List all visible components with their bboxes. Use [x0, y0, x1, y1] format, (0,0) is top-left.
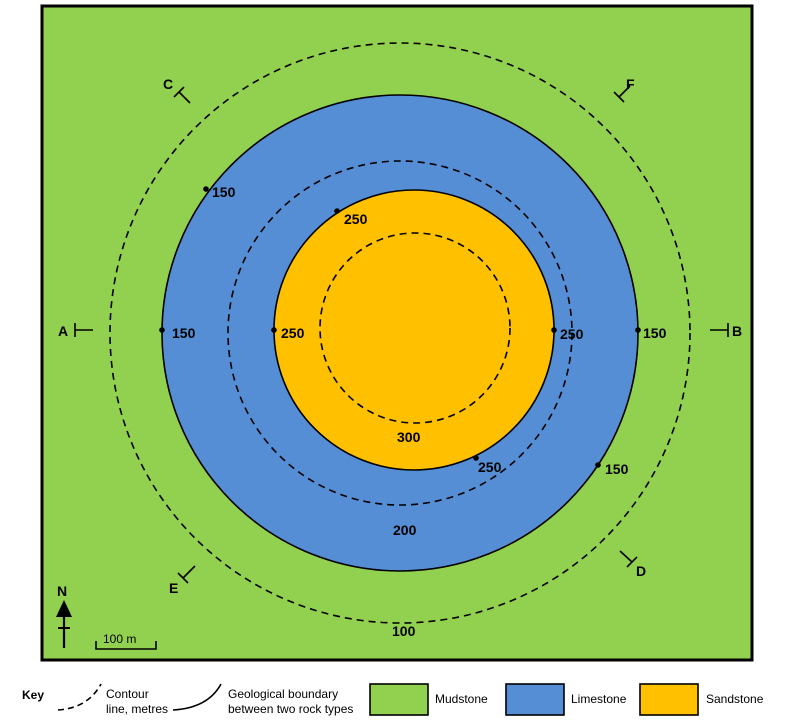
- section-marker-b: [710, 323, 729, 337]
- contour-label-200: 200: [393, 522, 417, 538]
- point-250-right: [551, 327, 557, 333]
- sandstone-outcrop: [273, 189, 555, 471]
- key-boundary-symbol: [172, 683, 222, 711]
- key-sandstone-label: Sandstone: [706, 692, 764, 706]
- key-contour-line1: Contour: [106, 687, 149, 701]
- section-label-d: D: [636, 563, 646, 579]
- label-250-bottom: 250: [478, 459, 502, 475]
- contour-200: [227, 160, 573, 506]
- scale-bar: [95, 641, 157, 650]
- point-150-left: [159, 327, 165, 333]
- point-150-lower-right: [595, 462, 601, 468]
- section-marker-c: [173, 86, 191, 104]
- contour-300: [319, 232, 511, 424]
- key-mudstone-label: Mudstone: [435, 692, 488, 706]
- label-150-upper-left: 150: [212, 184, 236, 200]
- contour-100: [109, 42, 691, 624]
- section-label-a: A: [58, 323, 68, 339]
- label-250-left: 250: [281, 325, 305, 341]
- key-contour-symbol: [57, 683, 102, 711]
- label-150-right: 150: [643, 325, 667, 341]
- north-arrow-icon: [56, 600, 72, 648]
- section-marker-f: [613, 85, 631, 103]
- north-label: N: [57, 583, 67, 599]
- key-boundary-line2: between two rock types: [228, 702, 353, 716]
- point-250-left: [271, 327, 277, 333]
- point-150-upper-left: [203, 186, 209, 192]
- key-mudstone-swatch: [369, 683, 429, 716]
- point-150-right: [635, 327, 641, 333]
- contour-label-100: 100: [392, 623, 416, 639]
- key-contour-line2: line, metres: [106, 702, 168, 716]
- section-label-c: C: [163, 76, 173, 92]
- label-150-lower-right: 150: [605, 461, 629, 477]
- point-250-bottom: [473, 455, 479, 461]
- label-250-right: 250: [560, 326, 584, 342]
- key-limestone-swatch: [505, 683, 565, 716]
- section-label-e: E: [169, 580, 178, 596]
- key-title: Key: [22, 688, 44, 702]
- contour-label-300: 300: [397, 429, 421, 445]
- key-boundary-line1: Geological boundary: [228, 687, 338, 701]
- section-label-b: B: [732, 323, 742, 339]
- key-sandstone-swatch: [639, 683, 699, 716]
- section-marker-d: [619, 550, 638, 568]
- section-marker-a: [74, 323, 93, 337]
- boundary-points: [159, 186, 641, 468]
- point-250-top: [334, 208, 340, 214]
- label-150-left: 150: [172, 325, 196, 341]
- key-limestone-label: Limestone: [571, 692, 627, 706]
- section-marker-e: [177, 565, 196, 584]
- section-label-f: F: [626, 76, 635, 92]
- scale-label: 100 m: [103, 632, 136, 646]
- label-250-top: 250: [344, 211, 368, 227]
